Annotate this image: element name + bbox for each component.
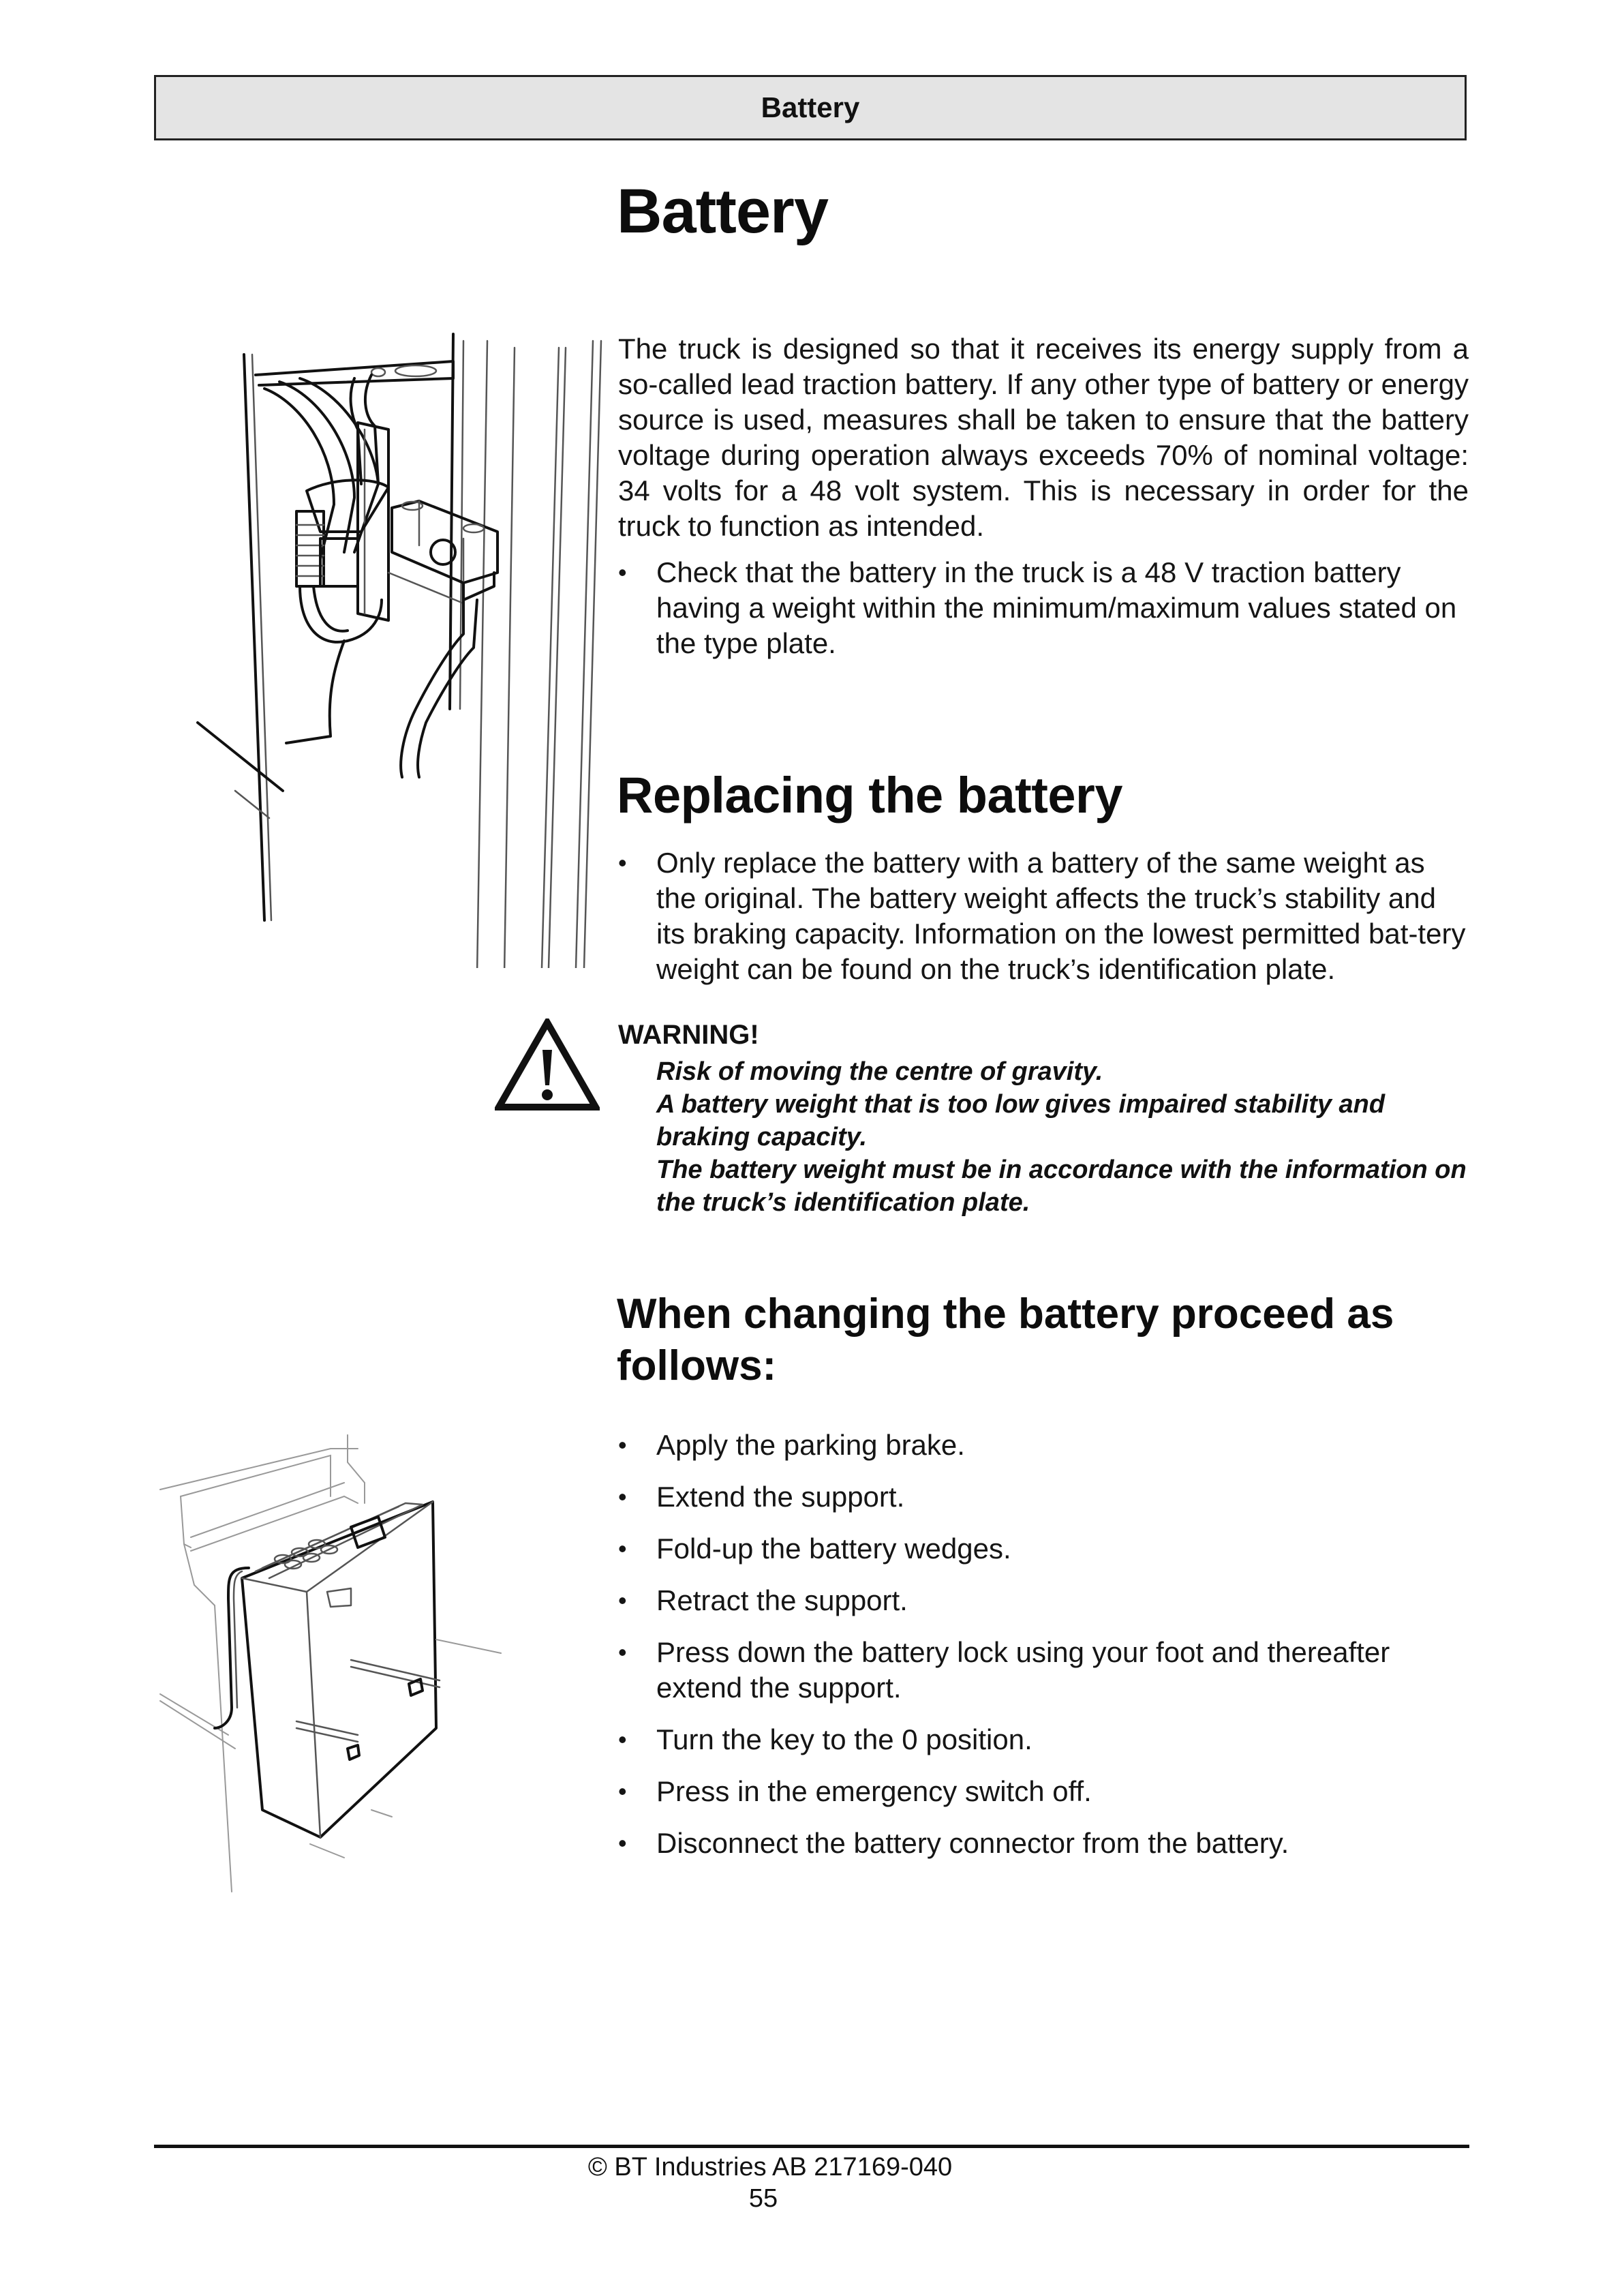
replacing-bullet-item: Only replace the battery with a battery … (618, 845, 1469, 987)
warning-triangle-icon (495, 1018, 600, 1111)
warning-title: WARNING! (618, 1020, 759, 1050)
procedure-step: Disconnect the battery connector from th… (618, 1826, 1469, 1861)
procedure-section: Apply the parking brake. Extend the supp… (618, 1428, 1469, 1877)
intro-bullets: Check that the battery in the truck is a… (618, 555, 1469, 661)
footer-copyright: © BT Industries AB 217169-040 (0, 2153, 1622, 2182)
page-title: Battery (617, 177, 829, 246)
procedure-step: Press down the battery lock using your f… (618, 1635, 1469, 1706)
section-heading-replacing: Replacing the battery (617, 767, 1123, 824)
procedure-steps: Apply the parking brake. Extend the supp… (618, 1428, 1469, 1861)
running-header-title: Battery (761, 91, 860, 123)
procedure-step: Extend the support. (618, 1479, 1469, 1515)
procedure-step: Retract the support. (618, 1583, 1469, 1618)
battery-on-support-illustration (159, 1434, 502, 1892)
running-header: Battery (154, 75, 1467, 140)
warning-line: The battery weight must be in accordance… (656, 1155, 1467, 1217)
battery-connector-illustration (196, 333, 602, 968)
intro-paragraph: The truck is designed so that it receive… (618, 333, 1469, 542)
procedure-step: Press in the emergency switch off. (618, 1774, 1469, 1809)
intro-section: The truck is designed so that it receive… (618, 331, 1469, 661)
procedure-step: Turn the key to the 0 position. (618, 1722, 1469, 1757)
page-number: 55 (748, 2184, 778, 2213)
footer-divider (154, 2145, 1469, 2148)
procedure-step: Fold-up the battery wedges. (618, 1531, 1469, 1567)
procedure-step: Apply the parking brake. (618, 1428, 1469, 1463)
footer-page-number: 55 (0, 2184, 1622, 2214)
warning-line: Risk of moving the centre of gravity. (656, 1057, 1103, 1086)
warning-line: A battery weight that is too low gives i… (656, 1090, 1386, 1151)
warning-body: Risk of moving the centre of gravity. A … (656, 1055, 1474, 1219)
footer-copyright-text: © BT Industries AB 217169-040 (587, 2153, 953, 2181)
replacing-bullets: Only replace the battery with a battery … (618, 845, 1469, 987)
replacing-section: Only replace the battery with a battery … (618, 845, 1469, 987)
intro-bullet-item: Check that the battery in the truck is a… (618, 555, 1469, 661)
section-heading-procedure: When changing the battery proceed as fol… (617, 1290, 1394, 1389)
